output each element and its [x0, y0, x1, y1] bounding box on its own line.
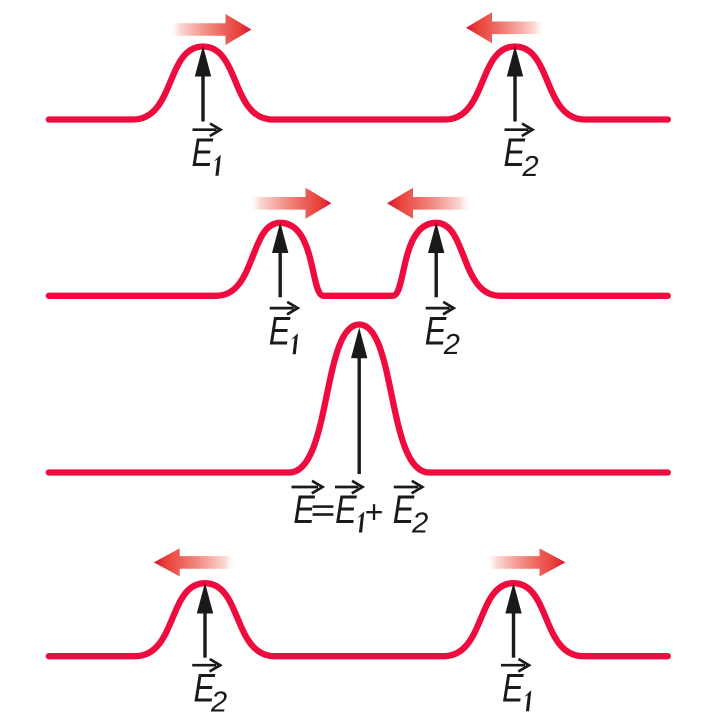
svg-text:2: 2 [210, 686, 227, 718]
svg-text:E: E [194, 667, 217, 711]
svg-text:+: + [364, 494, 383, 530]
svg-text:E: E [269, 309, 292, 353]
svg-text:2: 2 [443, 329, 460, 361]
svg-text:E: E [502, 667, 525, 711]
svg-text:E: E [393, 488, 416, 532]
svg-text:E: E [425, 309, 448, 353]
svg-text:E: E [293, 488, 316, 532]
svg-text:2: 2 [411, 508, 428, 540]
svg-text:E: E [192, 131, 215, 175]
svg-text:2: 2 [522, 151, 539, 183]
svg-text:E: E [335, 488, 358, 532]
svg-text:E: E [504, 131, 527, 175]
